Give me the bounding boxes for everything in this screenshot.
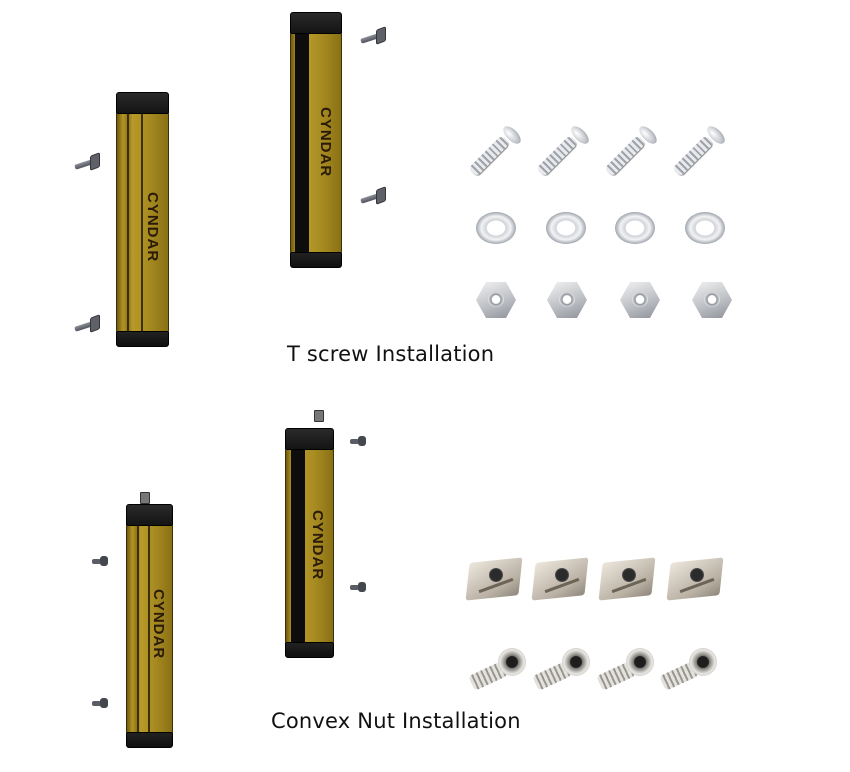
carriage-bolt-icon xyxy=(530,122,592,184)
convex-t-nut-icon xyxy=(465,557,523,601)
convex-t-nut-icon xyxy=(531,557,589,601)
small-screw-icon xyxy=(92,698,108,708)
spring-washer-icon xyxy=(476,212,516,244)
mounting-clip-icon xyxy=(314,410,324,422)
t-screw-icon xyxy=(360,186,386,205)
small-screw-icon xyxy=(350,582,366,592)
socket-cap-screw-icon xyxy=(659,646,721,696)
small-screw-icon xyxy=(350,436,366,446)
convex-t-nut-icon xyxy=(598,557,656,601)
spring-washer-icon xyxy=(685,212,725,244)
section-caption: T screw Installation xyxy=(287,342,495,366)
t-screw-icon xyxy=(74,152,100,171)
spring-washer-icon xyxy=(615,212,655,244)
spring-washer-icon xyxy=(546,212,586,244)
t-screw-icon xyxy=(74,314,100,333)
brand-label: CYNDAR xyxy=(317,107,334,178)
section-caption: Convex Nut Installation xyxy=(271,709,521,733)
carriage-bolt-icon xyxy=(598,122,660,184)
light-curtain-right-top: CYNDAR xyxy=(290,12,342,268)
light-curtain-left-top: CYNDAR xyxy=(116,92,169,347)
hex-nut-icon xyxy=(547,282,587,318)
socket-cap-screw-icon xyxy=(532,646,594,696)
mounting-clip-icon xyxy=(140,492,150,504)
brand-label: CYNDAR xyxy=(309,510,326,581)
convex-t-nut-icon xyxy=(666,557,724,601)
socket-cap-screw-icon xyxy=(596,646,658,696)
hex-nut-icon xyxy=(692,282,732,318)
socket-cap-screw-icon xyxy=(468,646,530,696)
light-curtain-right-bottom: CYNDAR xyxy=(285,428,334,658)
light-curtain-left-bottom: CYNDAR xyxy=(126,504,173,748)
brand-label: CYNDAR xyxy=(150,589,167,660)
t-screw-icon xyxy=(360,26,386,45)
hex-nut-icon xyxy=(620,282,660,318)
small-screw-icon xyxy=(92,556,108,566)
carriage-bolt-icon xyxy=(462,122,524,184)
carriage-bolt-icon xyxy=(666,122,728,184)
brand-label: CYNDAR xyxy=(144,192,161,263)
hex-nut-icon xyxy=(476,282,516,318)
